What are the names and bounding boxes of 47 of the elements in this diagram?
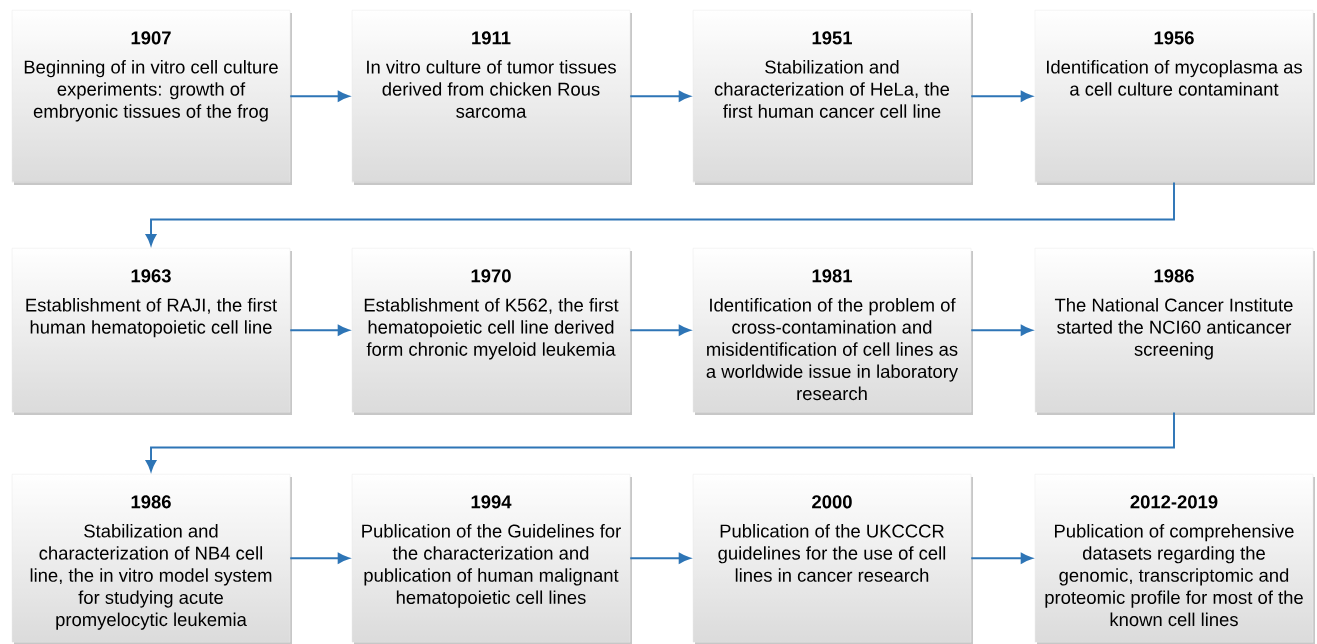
event-box [11, 248, 292, 415]
year-heading: 1956 [1154, 31, 1194, 45]
event-box [1034, 10, 1315, 185]
event-box [11, 474, 292, 644]
event-box [1034, 474, 1315, 644]
arrow [145, 411, 1175, 472]
event-box [351, 248, 632, 415]
event-description: Identification of the problem of cross-contamination and misidentification of cell lines as a worldwide issue in laboratory research [706, 298, 959, 401]
event-box [351, 474, 632, 644]
arrow [970, 90, 1033, 102]
arrow [289, 552, 350, 564]
event-box [692, 10, 973, 185]
arrow [145, 181, 1175, 246]
arrow [289, 324, 350, 336]
event-description: Stabilization and characterization of HeLa, the first human cancer cell line [714, 60, 950, 118]
arrow [970, 324, 1033, 336]
event-description: Establishment of RAJI, the first human hematopoietic cell line [26, 298, 277, 338]
arrow [289, 90, 350, 102]
year-heading: 1911 [472, 31, 511, 45]
event-description: The National Cancer Institute started the NCI60 anticancer screening [1054, 298, 1293, 360]
event-description: Stabilization and characterization of NB4 cell line, the in vitro model system for studying acute promyelocytic leukemia [30, 524, 272, 630]
event-description: Publication of the Guidelines for the characterization and publication of human malignant hematopoietic cell lines [362, 524, 621, 608]
year-heading: 1986 [1154, 269, 1194, 283]
event-box [1034, 248, 1315, 415]
year-heading: 1981 [812, 269, 852, 283]
arrow [970, 552, 1033, 564]
year-heading: 2012-2019 [1130, 495, 1218, 509]
event-box [692, 248, 973, 415]
event-box [692, 474, 973, 644]
event-box [11, 10, 292, 185]
year-heading: 1994 [471, 495, 512, 509]
event-description: In vitro culture of tumor tissues derived from chicken Rous sarcoma [367, 60, 616, 118]
event-box [351, 10, 632, 185]
year-heading: 1963 [131, 269, 171, 283]
event-description: Publication of the UKCCCR guidelines for the use of cell lines in cancer research [718, 524, 946, 582]
year-heading: 2000 [812, 495, 852, 509]
arrow [629, 552, 691, 564]
event-description: Beginning of in vitro cell culture experiments: growth of embryonic tissues of the frog [24, 60, 278, 122]
event-description: Identification of mycoplasma as a cell culture contaminant [1047, 60, 1302, 96]
year-heading: 1970 [471, 269, 511, 283]
year-heading: 1907 [131, 31, 171, 45]
event-description: Publication of comprehensive datasets regarding the genomic, transcriptomic and proteomic profile for most of the known cell lines [1045, 524, 1303, 627]
year-heading: 1951 [812, 31, 852, 45]
event-description: Establishment of K562, the first hematopoietic cell line derived form chronic myeloid leukemia [364, 298, 619, 360]
arrow [629, 324, 691, 336]
year-heading: 1986 [131, 495, 171, 509]
arrow [629, 90, 691, 102]
